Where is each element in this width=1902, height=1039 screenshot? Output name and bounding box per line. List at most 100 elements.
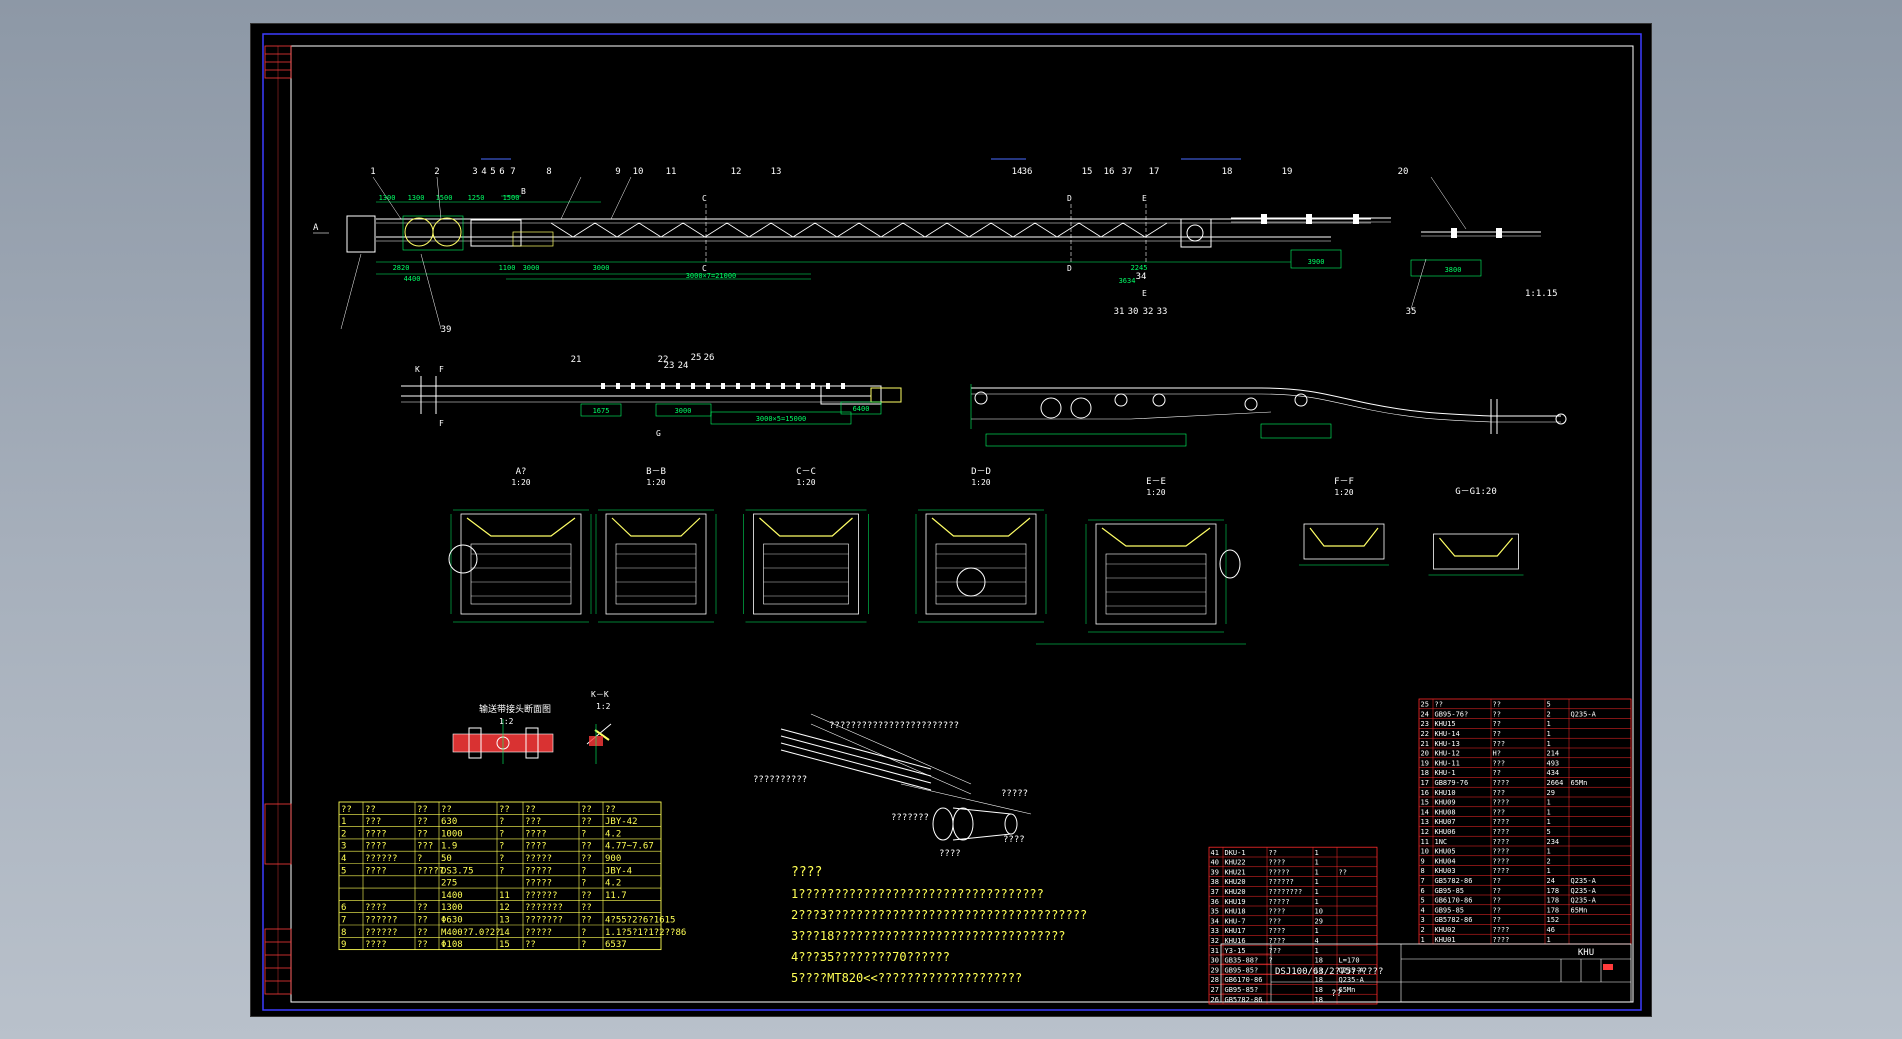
param-cell: 900 <box>605 854 621 864</box>
bom-cell: Q235-A <box>1339 966 1365 974</box>
bom-cell: 1 <box>1547 720 1551 728</box>
bom-cell: ????? <box>1269 868 1290 876</box>
param-cell: ?? <box>365 805 376 815</box>
section-title: A? <box>516 467 527 477</box>
balloon-label: 24 <box>678 361 689 371</box>
kk-title: K－K <box>591 690 609 699</box>
balloon-label: 13 <box>771 167 782 177</box>
bom-cell: 24 <box>1547 877 1555 885</box>
param-cell: 2 <box>341 829 346 839</box>
bom-cell: ?? <box>1493 906 1501 914</box>
bom-cell: 19 <box>1421 759 1429 767</box>
bom-cell: 11 <box>1421 838 1429 846</box>
dimension-label: 3000 <box>675 407 692 415</box>
bom-cell: KHU02 <box>1435 926 1456 934</box>
tech-note-line: 4???35????????70?????? <box>791 950 950 964</box>
balloon-label: 14 <box>1012 167 1023 177</box>
balloon-label: 34 <box>1136 272 1147 282</box>
tech-notes-title: ???? <box>791 865 822 880</box>
bom-cell: L=170 <box>1339 957 1360 965</box>
tech-note-line: 5????MT820<<???????????????????? <box>791 971 1022 985</box>
bom-cell: 24 <box>1421 710 1429 718</box>
bom-cell: 6 <box>1421 887 1425 895</box>
bom-cell: ?? <box>1435 701 1443 709</box>
param-cell: ?????? <box>525 891 558 901</box>
bom-cell: 1 <box>1315 947 1319 955</box>
bom-cell: 28 <box>1211 976 1219 984</box>
param-cell: 9 <box>341 940 346 950</box>
bom-cell: ?? <box>1269 849 1277 857</box>
param-cell: ???? <box>525 829 547 839</box>
bom-cell: ???? <box>1493 828 1510 836</box>
bom-cell: GB5782-86 <box>1225 996 1263 1004</box>
bom-cell: GB6170-86 <box>1435 897 1473 905</box>
bom-cell: 65Mn <box>1571 779 1588 787</box>
bom-cell: ?????? <box>1269 878 1294 886</box>
bom-cell: 7 <box>1421 877 1425 885</box>
bom-cell: Q235-A <box>1339 976 1365 984</box>
param-cell: ? <box>499 842 504 852</box>
bom-cell: KHU16 <box>1225 937 1246 945</box>
bom-cell: 25 <box>1421 701 1429 709</box>
bom-cell: 1 <box>1315 849 1319 857</box>
tech-note-line: 1?????????????????????????????????? <box>791 887 1044 901</box>
section-scale: 1:20 <box>796 478 815 487</box>
bom-cell: ???? <box>1493 838 1510 846</box>
bom-cell: 30 <box>1211 957 1219 965</box>
bom-cell: 1 <box>1315 868 1319 876</box>
param-cell: 4.77~7.67 <box>605 842 654 852</box>
bom-cell: 41 <box>1211 849 1219 857</box>
bom-cell: 1 <box>1547 808 1551 816</box>
balloon-label: 19 <box>1282 167 1293 177</box>
section-view: F－F1:20 <box>1299 477 1389 566</box>
bom-cell: 40 <box>1211 859 1219 867</box>
bom-cell: 65Mn <box>1339 986 1356 994</box>
param-cell: ???? <box>365 866 387 876</box>
param-cell: ?? <box>417 829 428 839</box>
bom-cell: 1 <box>1315 888 1319 896</box>
param-cell: ? <box>417 854 422 864</box>
param-cell: ? <box>499 829 504 839</box>
bom-cell: 493 <box>1547 759 1560 767</box>
param-cell: 630 <box>441 817 457 827</box>
bom-cell: KHU-1 <box>1435 769 1456 777</box>
dimension-label: 1100 <box>499 264 516 272</box>
section-scale: 1:20 <box>1146 488 1165 497</box>
bom-cell: 9 <box>1421 857 1425 865</box>
bom-cell: 13 <box>1421 818 1429 826</box>
bom-cell: 1 <box>1547 936 1551 944</box>
balloon-label: 18 <box>1222 167 1233 177</box>
param-cell: 3 <box>341 842 346 852</box>
bom-cell: 152 <box>1547 916 1560 924</box>
bom-cell: 178 <box>1547 897 1560 905</box>
bom-cell: GB95-85? <box>1225 966 1259 974</box>
param-cell: Φ108 <box>441 940 463 950</box>
bom-cell: 38 <box>1211 878 1219 886</box>
bom-cell: 65Mn <box>1571 906 1588 914</box>
bom-cell: KHU09 <box>1435 799 1456 807</box>
bom-cell: ? <box>1269 957 1273 965</box>
bom-cell: DKU-1 <box>1225 849 1246 857</box>
param-cell: ?? <box>417 805 428 815</box>
param-cell: 1300 <box>441 903 463 913</box>
bom-cell: 1 <box>1547 867 1551 875</box>
balloon-label: 9 <box>615 167 620 177</box>
bom-cell: 1 <box>1547 799 1551 807</box>
param-cell: ??????? <box>525 903 563 913</box>
param-cell: 6537 <box>605 940 627 950</box>
left-margin-strip <box>264 45 292 995</box>
balloon-label: 35 <box>1406 307 1417 317</box>
param-cell: DS3.75 <box>441 866 474 876</box>
bom-cell: ?? <box>1493 897 1501 905</box>
param-cell: ?? <box>605 805 616 815</box>
bom-cell: 46 <box>1547 926 1555 934</box>
param-cell: 4 <box>341 854 346 864</box>
svg-text:G: G <box>656 429 661 438</box>
param-cell: ?? <box>581 817 592 827</box>
bom-cell: 39 <box>1211 868 1219 876</box>
param-cell: 1.9 <box>441 842 457 852</box>
section-scale: 1:20 <box>511 478 530 487</box>
drawing-title: DSJ100/63/2?75?????? <box>1275 967 1383 977</box>
bom-cell: 4 <box>1421 906 1425 914</box>
